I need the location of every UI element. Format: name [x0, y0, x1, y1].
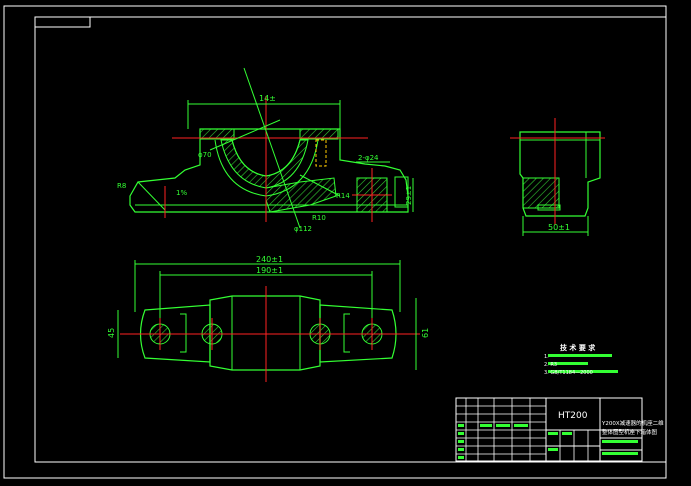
side-view	[510, 118, 605, 236]
leader-r14	[299, 174, 341, 197]
leader-phi-outer	[243, 67, 301, 229]
front-right-boss	[394, 176, 409, 208]
tb-mark-3	[496, 424, 510, 427]
dim-holes: 2-φ24	[358, 154, 379, 162]
front-view	[129, 67, 414, 229]
side-slot	[537, 204, 561, 211]
dim-angle: 1%	[176, 189, 187, 197]
tb-mark-2	[480, 424, 492, 427]
front-rib-left	[137, 181, 166, 211]
dim-r14: R14	[336, 192, 350, 200]
tb-mark-5	[458, 432, 464, 435]
front-outline	[129, 128, 409, 213]
tb-mark-6	[458, 440, 464, 443]
tb-name-line-2: 整体图型机座下箱体图	[602, 428, 658, 436]
plan-outline-body	[209, 295, 321, 371]
plan-lug-inner-right	[343, 313, 350, 353]
inner-border	[34, 16, 667, 463]
front-oil-plug	[315, 139, 327, 167]
tb-mark-1	[458, 424, 464, 427]
plan-outline-right-lug	[319, 304, 397, 363]
tb-mark-12	[602, 440, 638, 443]
side-outline	[519, 131, 601, 217]
tech-line-3-bar	[548, 370, 618, 373]
tb-mark-7	[458, 448, 464, 451]
outer-border	[3, 5, 667, 479]
tech-req-line-1: 1.	[544, 354, 549, 360]
corner-tag	[34, 16, 91, 28]
dim-plan-overall: 240±1	[256, 255, 283, 264]
tb-material: HT200	[558, 411, 588, 421]
tech-line-2-bar	[548, 362, 588, 365]
dim-side-width: 50±1	[548, 223, 570, 232]
tb-mark-11	[548, 448, 558, 451]
dim-plan-right: 61	[421, 328, 430, 338]
tech-req-line-2: 2. R3	[544, 362, 557, 368]
plan-lug-inner-left	[180, 313, 187, 353]
plan-view	[117, 260, 420, 382]
dim-r10: R10	[312, 214, 326, 222]
front-hatch-body	[265, 177, 337, 213]
tb-name-line-1: Y200X减速器的机座二维	[601, 419, 664, 427]
dim-phi-inner: φ70	[198, 151, 212, 159]
dim-top-width: 14±	[259, 94, 276, 103]
leader-phi-inner	[209, 119, 281, 151]
tech-line-1-bar	[548, 354, 612, 357]
side-hatch	[522, 177, 560, 209]
dim-r8: R8	[117, 182, 126, 190]
dim-plan-centers: 190±1	[256, 266, 283, 275]
tb-mark-10	[562, 432, 572, 435]
title-block	[455, 397, 643, 462]
plan-outline-left-lug	[139, 304, 211, 363]
tech-req-line-3: 3. GB/T1184—2000	[544, 370, 593, 376]
dim-phi-outer: φ112	[294, 225, 312, 233]
tb-mark-13	[602, 452, 638, 455]
tech-requirements	[548, 354, 618, 373]
dim-plan-left: 45	[107, 328, 116, 338]
tb-mark-8	[458, 456, 464, 459]
tb-mark-9	[548, 432, 558, 435]
tech-req-title: 技 术 要 求	[560, 343, 596, 352]
dim-height-right: 29±1	[405, 186, 413, 205]
tb-mark-4	[514, 424, 528, 427]
